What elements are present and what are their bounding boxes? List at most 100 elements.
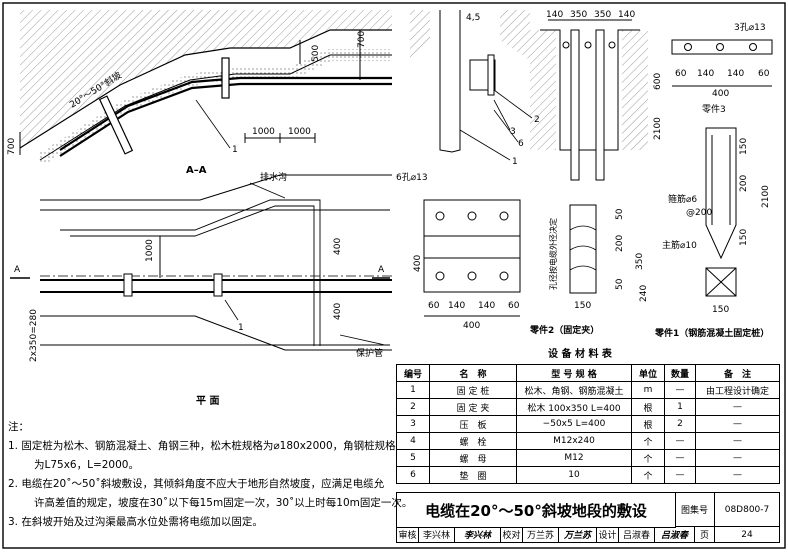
cell: 垫 圈 <box>429 466 517 484</box>
holes3-label: 3孔⌀13 <box>734 22 766 33</box>
section-title: A–A <box>186 165 207 176</box>
dim-200-c: 200 <box>615 235 625 252</box>
part1-pile: 150 200 150 2100 箍筋⌀6 @200 主筋⌀10 150 零件1… <box>654 127 771 339</box>
pipe-label: 保护管 <box>356 347 383 359</box>
cell: 压 板 <box>429 415 517 433</box>
plate-six-holes: 6孔⌀13 400 60 140 140 60 400 <box>396 172 521 331</box>
mainbar-label: 主筋⌀10 <box>662 239 697 251</box>
cell: 根 <box>631 415 665 433</box>
design-signature: 吕淑春 <box>655 527 695 542</box>
cell: 螺 母 <box>429 449 517 467</box>
dim-400-plan-b: 400 <box>333 303 343 320</box>
dim-600: 600 <box>653 73 663 90</box>
dim-400-pbottom: 400 <box>463 321 480 331</box>
review-signature: 李兴林 <box>455 527 501 542</box>
dim-240-c: 240 <box>639 285 649 302</box>
dim-140-p3a: 140 <box>697 69 714 79</box>
cell: 6 <box>396 466 430 484</box>
cell: 固 定 桩 <box>429 381 517 399</box>
drawing-title: 电缆在20°～50°斜坡地段的敷设 <box>397 493 676 528</box>
check-name: 万兰苏 <box>523 527 559 542</box>
spacing-label: @200 <box>686 208 712 218</box>
callout-3: 3 <box>510 127 516 137</box>
dim-2100-a: 2100 <box>653 117 663 140</box>
cell: 4 <box>396 432 430 450</box>
section-aa-view: 700 500 700 1000 1000 20°～50°斜坡 1 A–A <box>7 10 392 176</box>
dim-60-pb: 60 <box>508 301 520 311</box>
plan-title: 平 面 <box>196 395 219 407</box>
dim-1000-a: 1000 <box>252 127 275 137</box>
part3-label: 零件3 <box>702 103 726 115</box>
cell: 2 <box>664 415 696 433</box>
dim-140-pa: 140 <box>448 301 465 311</box>
th-spec: 型 号 规 格 <box>516 364 632 382</box>
cell: −50x5 L=400 <box>516 415 632 433</box>
check-signature: 万兰苏 <box>559 527 597 542</box>
dim-200-p1: 200 <box>739 175 749 192</box>
note-2b: 许高差值的规定，坡度在30˚以下每15m固定一次，30˚以上时每10m固定一次。 <box>34 497 413 509</box>
page-number: 24 <box>741 529 753 540</box>
cell: 松木 100x350 L=400 <box>516 398 632 416</box>
part2-label: 零件2（固定夹） <box>529 324 599 336</box>
cell: 5 <box>396 449 430 467</box>
cell: 个 <box>631 449 665 467</box>
dim-140-pb: 140 <box>478 301 495 311</box>
callout-1-plan: 1 <box>238 323 244 333</box>
atlas-number: 08D800-7 <box>715 493 779 527</box>
plan-view: A A 1000 400 400 2x350=280 排水沟 1 保护管 平 面 <box>10 171 392 407</box>
note-1a: 1. 固定桩为松木、钢筋混凝土、角钢三种，松木桩规格为⌀180x2000，角钢桩… <box>8 440 396 452</box>
plan-width-dim: 2x350=280 <box>29 309 39 362</box>
dim-150-p1b: 150 <box>739 229 749 246</box>
cell: 固 定 夹 <box>429 398 517 416</box>
cell: 松木、角钢、钢筋混凝土 <box>516 381 632 399</box>
th-unit: 单位 <box>631 364 665 382</box>
table-header-row: 编号 名 称 型 号 规 格 单位 数量 备 注 <box>396 364 780 382</box>
cell: — <box>695 398 780 416</box>
review-label: 审核 <box>397 527 419 542</box>
dim-1000-plan: 1000 <box>145 239 155 262</box>
cell: — <box>695 449 780 467</box>
dim-4-5: 4,5 <box>466 13 480 23</box>
dim-350-b: 350 <box>594 10 611 20</box>
th-name: 名 称 <box>429 364 517 382</box>
note-2a: 2. 电缆在20˚～50˚斜坡敷设，其倾斜角度不应大于地形自然坡度，应满足电缆允 <box>8 478 385 490</box>
plan-a-left: A <box>14 265 21 275</box>
note-1b: 为L75x6，L=2000。 <box>34 459 139 471</box>
cell: 个 <box>631 466 665 484</box>
design-name: 吕淑春 <box>619 527 655 542</box>
dim-140-b: 140 <box>618 10 635 20</box>
dim-2100-p1: 2100 <box>761 185 771 208</box>
cell: — <box>695 415 780 433</box>
th-remark: 备 注 <box>695 364 780 382</box>
table-caption: 设 备 材 料 表 <box>548 347 613 360</box>
dim-1000-b: 1000 <box>288 127 311 137</box>
cell: 由工程设计确定 <box>695 381 780 399</box>
part2-clamp: 孔径按电缆外径决定 50 200 50 350 240 150 零件2（固定夹） <box>529 204 649 336</box>
title-block: 电缆在20°～50°斜坡地段的敷设 图集号 08D800-7 审核 李兴林 李兴… <box>396 492 780 543</box>
notes-block: 注： 1. 固定桩为松木、钢筋混凝土、角钢三种，松木桩规格为⌀180x2000，… <box>8 418 413 532</box>
cell: 10 <box>516 466 632 484</box>
review-name: 李兴林 <box>419 527 455 542</box>
cell: M12 <box>516 449 632 467</box>
part1-label: 零件1（钢筋混凝土固定桩） <box>654 327 769 339</box>
dim-140-p3b: 140 <box>727 69 744 79</box>
cell: 1 <box>396 381 430 399</box>
dim-150-p1c: 150 <box>712 305 729 315</box>
part3-strip: 3孔⌀13 60 140 140 60 400 零件3 <box>671 22 773 115</box>
dim-500-section: 500 <box>311 45 321 62</box>
cell: — <box>695 466 780 484</box>
cell: — <box>695 432 780 450</box>
cell: 1 <box>664 398 696 416</box>
dim-50-c2: 50 <box>615 278 625 290</box>
cable-note: 孔径按电缆外径决定 <box>548 218 558 290</box>
cell: 根 <box>631 398 665 416</box>
dim-350-c: 350 <box>635 253 645 270</box>
